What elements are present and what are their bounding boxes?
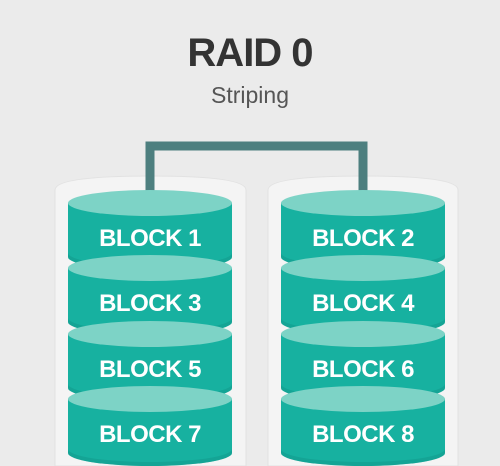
disk-block-8-body [281,399,445,466]
disk-block-8-shade [281,449,445,466]
disk-block-7-body [68,399,232,466]
disk-block-7-top [68,386,232,412]
disk-block-1-body [68,203,232,270]
block-8-label: BLOCK 8 [312,421,414,448]
block-5-label: BLOCK 5 [99,356,201,383]
block-1-label: BLOCK 1 [99,225,201,252]
disk-block-3-top [68,255,232,281]
disk-block-4-body [281,268,445,335]
disk-block-5-body [68,334,232,401]
disk-block-6-body [281,334,445,401]
block-4-label: BLOCK 4 [312,290,415,317]
disk-block-2-body [281,203,445,270]
disk-block-1-top [68,190,232,216]
disk-block-8-top [281,386,445,412]
block-7-label: BLOCK 7 [99,421,201,448]
disk-block-3-body [68,268,232,335]
block-6-label: BLOCK 6 [312,356,414,383]
disk-block-6-top [281,321,445,347]
block-3-label: BLOCK 3 [99,290,201,317]
disk-block-4-top [281,255,445,281]
disk-block-7-shade [68,449,232,466]
diagram-title: RAID 0 [187,31,313,75]
striping-connector [145,141,368,205]
block-2-label: BLOCK 2 [312,225,414,252]
disk-block-2-top [281,190,445,216]
diagram-subtitle: Striping [211,82,289,108]
disk-block-5-top [68,321,232,347]
